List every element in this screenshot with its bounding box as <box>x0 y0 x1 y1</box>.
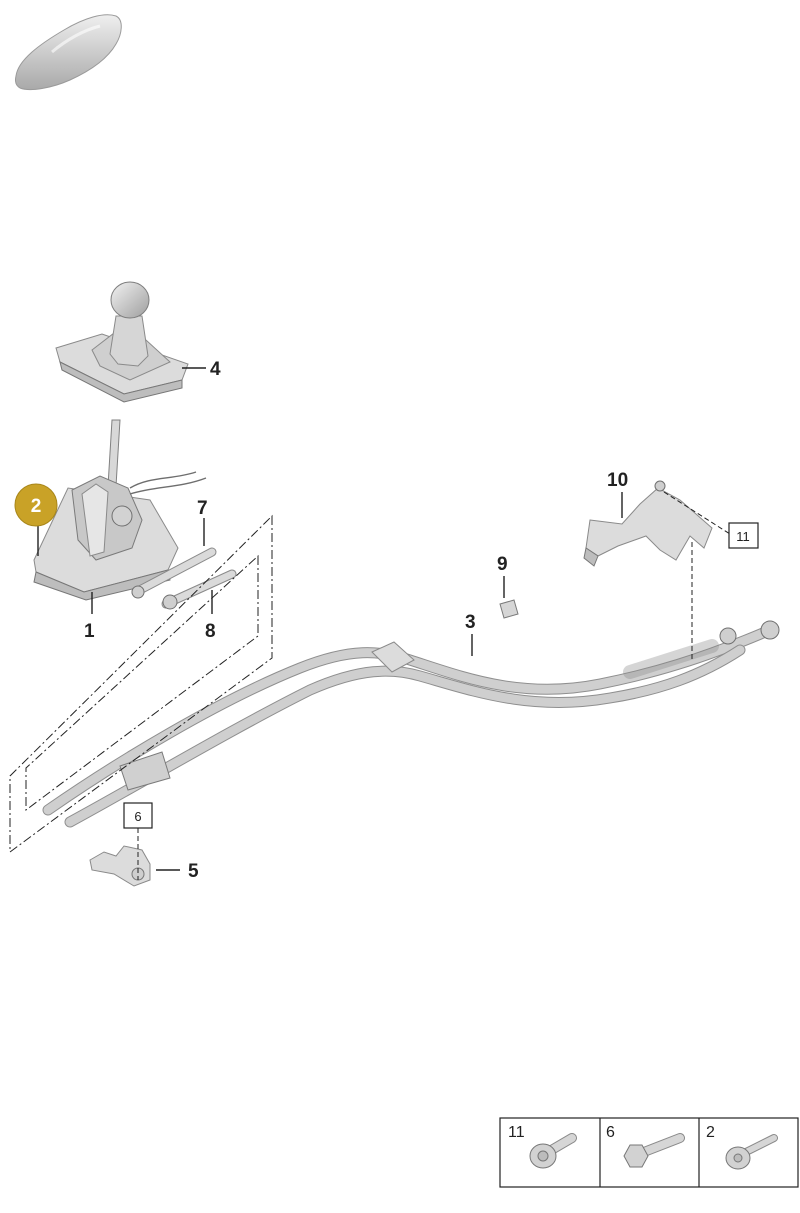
boxed-ref-11-label: 11 <box>736 529 750 544</box>
callout-9[interactable]: 9 <box>497 554 508 575</box>
legend-label-2: 2 <box>706 1124 715 1141</box>
legend-label-6: 6 <box>606 1124 615 1141</box>
flange-bolt-torx-icon <box>529 1133 577 1169</box>
legend-item-11[interactable]: 11 <box>508 1124 577 1169</box>
assembly-outline-outer <box>9 514 273 853</box>
shift-cable-set[interactable] <box>42 620 780 828</box>
callout-7[interactable]: 7 <box>197 498 208 519</box>
boxed-ref-6[interactable]: 6 <box>123 802 153 829</box>
car-silhouette-icon <box>15 14 122 91</box>
callout-3[interactable]: 3 <box>465 612 476 633</box>
cable-bracket[interactable] <box>583 480 713 567</box>
boxed-ref-6-label: 6 <box>134 809 141 824</box>
fastener-legend: 11 6 2 <box>499 1117 799 1188</box>
assembly-outline-inner <box>25 554 259 811</box>
gear-shifter-housing[interactable] <box>33 419 207 601</box>
legend-item-2[interactable]: 2 <box>706 1124 778 1170</box>
boxed-ref-11[interactable]: 11 <box>728 522 759 549</box>
callout-8[interactable]: 8 <box>205 621 216 642</box>
hex-bolt-icon <box>623 1133 685 1168</box>
callout-2-highlight[interactable]: 2 <box>14 483 58 527</box>
callout-5[interactable]: 5 <box>188 861 199 882</box>
fastener-line-11 <box>663 491 731 662</box>
shift-boot-assembly[interactable] <box>55 281 189 403</box>
shift-rod[interactable] <box>161 569 237 610</box>
callout-1[interactable]: 1 <box>84 621 95 642</box>
leader-lines <box>37 367 623 871</box>
callout-4[interactable]: 4 <box>210 359 221 380</box>
mounting-bracket[interactable] <box>89 845 151 887</box>
selector-rod[interactable] <box>131 547 217 599</box>
callout-2[interactable]: 2 <box>31 496 42 517</box>
legend-item-6[interactable]: 6 <box>606 1124 685 1168</box>
cable-bush[interactable] <box>499 599 519 619</box>
torx-screw-icon <box>725 1134 778 1170</box>
callout-10[interactable]: 10 <box>607 470 628 491</box>
legend-label-11: 11 <box>508 1124 525 1141</box>
